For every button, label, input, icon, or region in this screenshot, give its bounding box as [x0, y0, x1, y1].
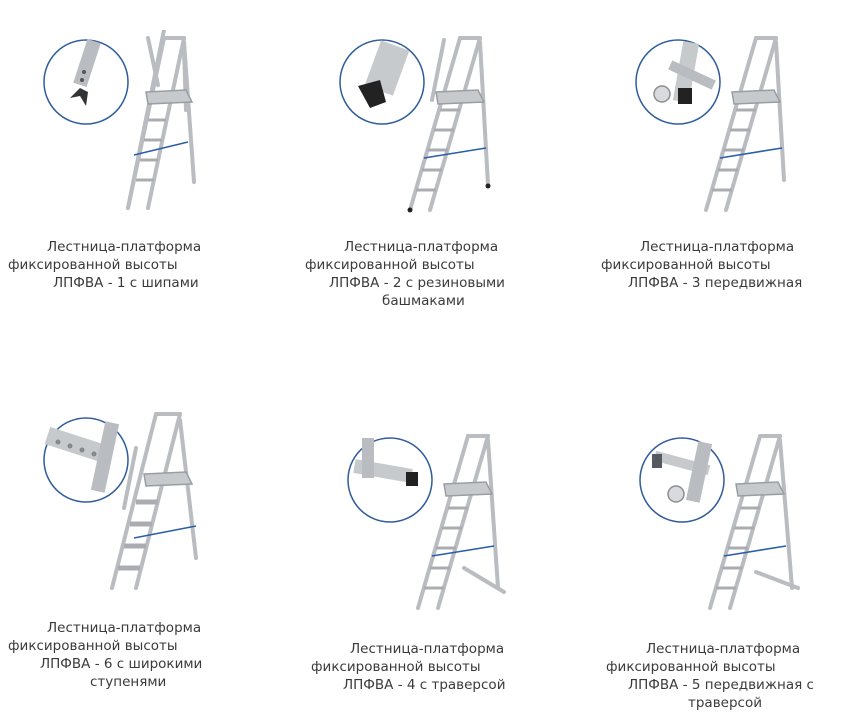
rubber-shoe-icon: [358, 40, 410, 108]
caption-line-1: Лестница-платформа: [640, 239, 795, 255]
ladder-image[interactable]: [36, 408, 236, 608]
caption-line-4: траверсой: [688, 695, 762, 711]
spike-foot-icon: [70, 38, 101, 106]
ladder-illustration: [635, 36, 786, 212]
ladder-illustration: [347, 434, 506, 610]
caption-line-2: фиксированной высоты: [305, 257, 475, 273]
caption-line-2: фиксированной высоты: [8, 257, 178, 273]
caption-line-3: ЛПФВА - 1 с шипами: [53, 275, 199, 291]
caption-line-4: ступенями: [90, 674, 167, 690]
wheel-icon: [653, 41, 716, 104]
caption-line-2: фиксированной высоты: [601, 257, 771, 273]
caption-line-1: Лестница-платформа: [344, 239, 499, 255]
ladder-image[interactable]: [340, 428, 540, 628]
caption-line-3: ЛПФВА - 4 с траверсой: [343, 677, 506, 693]
caption-line-3: ЛПФВА - 6 с широкими: [40, 656, 203, 672]
ladder-illustration: [639, 434, 800, 610]
product-caption[interactable]: Лестница-платформа фиксированной высоты …: [601, 238, 802, 292]
caption-line-1: Лестница-платформа: [47, 239, 202, 255]
product-caption[interactable]: Лестница-платформа фиксированной высоты …: [8, 238, 201, 292]
caption-line-2: фиксированной высоты: [311, 659, 481, 675]
caption-line-3: ЛПФВА - 3 передвижная: [628, 275, 803, 291]
caption-line-2: фиксированной высоты: [8, 638, 178, 654]
ladder-image[interactable]: [632, 428, 832, 628]
ladder-image[interactable]: [36, 30, 236, 230]
caption-line-1: Лестница-платформа: [350, 641, 505, 657]
caption-line-4: башмаками: [382, 293, 465, 309]
traverse-foot-icon: [353, 438, 418, 486]
ladder-image[interactable]: [332, 30, 532, 230]
product-caption[interactable]: Лестница-платформа фиксированной высоты …: [606, 640, 814, 712]
wheel-traverse-icon: [652, 441, 713, 503]
ladder-illustration: [339, 36, 491, 213]
caption-line-3: ЛПФВА - 2 с резиновыми: [329, 275, 505, 291]
ladder-illustration: [43, 412, 198, 590]
product-caption[interactable]: Лестница-платформа фиксированной высоты …: [305, 238, 505, 310]
product-caption[interactable]: Лестница-платформа фиксированной высоты …: [311, 640, 505, 694]
ladder-illustration: [43, 30, 196, 210]
ladder-image[interactable]: [628, 30, 828, 230]
product-caption[interactable]: Лестница-платформа фиксированной высоты …: [8, 619, 202, 691]
caption-line-3: ЛПФВА - 5 передвижная с: [628, 677, 814, 693]
caption-line-1: Лестница-платформа: [646, 641, 801, 657]
caption-line-1: Лестница-платформа: [47, 620, 202, 636]
wide-step-icon: [44, 421, 120, 493]
caption-line-2: фиксированной высоты: [606, 659, 776, 675]
